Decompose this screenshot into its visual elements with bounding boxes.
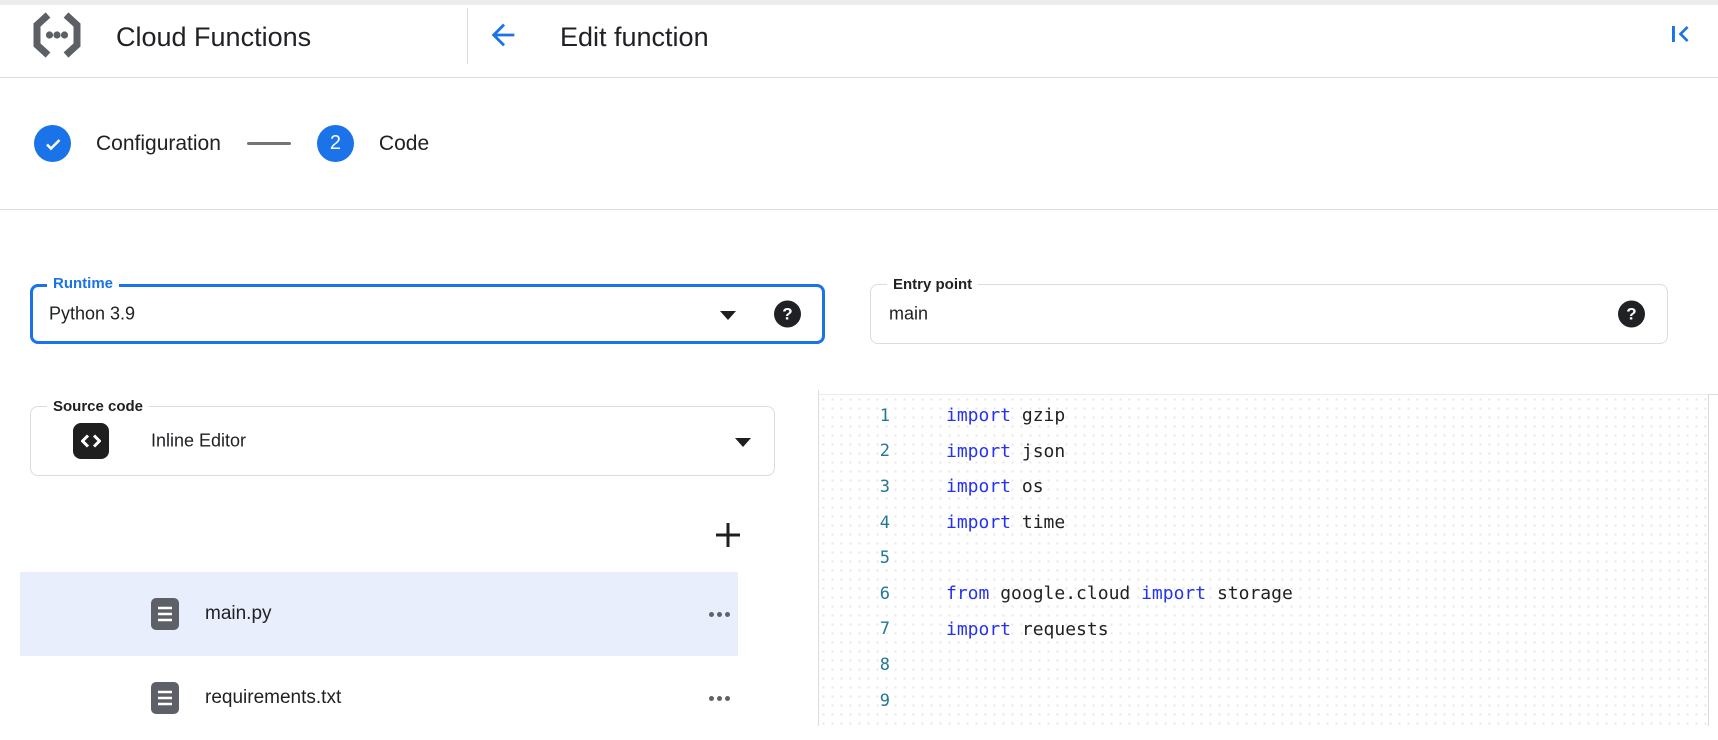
- back-button[interactable]: [486, 18, 520, 52]
- step-code-label: Code: [378, 131, 430, 155]
- page-title: Edit function: [560, 22, 709, 52]
- header-divider: [467, 8, 468, 64]
- more-horiz-icon: [708, 611, 714, 617]
- add-file-button[interactable]: [706, 513, 750, 557]
- step-configuration-label: Configuration: [96, 131, 221, 155]
- collapse-panel-button[interactable]: [1664, 18, 1696, 50]
- line-content: import requests: [946, 618, 1109, 640]
- file-row[interactable]: main.py: [20, 572, 738, 656]
- line-number: 8: [879, 654, 890, 675]
- source-code-label: Source code: [47, 398, 150, 415]
- stepper-section: Configuration 2 Code: [0, 79, 1718, 210]
- code-line[interactable]: 9: [819, 683, 1708, 719]
- dropdown-arrow-icon[interactable]: [720, 311, 736, 320]
- code-line[interactable]: 3 import os: [819, 469, 1708, 505]
- step-connector: [246, 142, 291, 145]
- runtime-select[interactable]: Runtime Python 3.9 ?: [30, 275, 825, 344]
- step-code[interactable]: 2 Code: [316, 125, 430, 162]
- stepper: Configuration 2 Code: [34, 125, 429, 162]
- line-content: from google.cloud import storage: [946, 583, 1293, 605]
- step-configuration[interactable]: Configuration: [34, 125, 221, 162]
- cloud-functions-logo-icon: [30, 11, 84, 59]
- first-page-icon: [1672, 26, 1689, 42]
- code-line[interactable]: 4 import time: [819, 505, 1708, 541]
- more-horiz-icon: [708, 695, 714, 701]
- file-menu-button[interactable]: [704, 683, 734, 713]
- line-number: 7: [879, 619, 890, 640]
- editor-scrollbar[interactable]: [1708, 394, 1718, 726]
- header: Cloud Functions Edit function: [0, 5, 1718, 78]
- source-code-select[interactable]: Source code Inline Editor: [30, 398, 775, 476]
- line-number: 3: [879, 476, 890, 497]
- code-line[interactable]: 8: [819, 647, 1708, 683]
- line-number: 5: [879, 548, 890, 569]
- code-line[interactable]: 6 from google.cloud import storage: [819, 576, 1708, 612]
- window-edge-strip: [0, 0, 1718, 5]
- code-editor[interactable]: 1 import gzip 2 import json 3 import os 4 impor…: [819, 394, 1708, 726]
- dropdown-arrow-icon[interactable]: [735, 438, 751, 447]
- line-content: import os: [946, 476, 1044, 498]
- editor-divider: [818, 390, 819, 726]
- line-number: 6: [879, 583, 890, 604]
- code-line[interactable]: 7 import requests: [819, 612, 1708, 648]
- code-line[interactable]: 1 import gzip: [819, 398, 1708, 434]
- file-menu-button[interactable]: [704, 599, 734, 629]
- runtime-value: Python 3.9: [49, 303, 136, 324]
- line-content: import time: [946, 512, 1066, 534]
- entry-point-help-button[interactable]: ?: [1618, 300, 1645, 328]
- file-icon: [150, 681, 180, 715]
- inline-editor-code-icon: [73, 423, 109, 459]
- app-title: Cloud Functions: [116, 22, 312, 52]
- runtime-label: Runtime: [47, 275, 119, 292]
- entry-point-label: Entry point: [887, 276, 979, 293]
- line-number: 1: [879, 405, 890, 426]
- source-code-value: Inline Editor: [151, 430, 247, 451]
- entry-point-field[interactable]: Entry point main ?: [870, 276, 1668, 344]
- code-line[interactable]: 5: [819, 540, 1708, 576]
- help-icon: ?: [1626, 304, 1637, 323]
- plus-icon: [716, 523, 740, 547]
- runtime-help-button[interactable]: ?: [774, 300, 801, 328]
- entry-point-value: main: [889, 303, 929, 324]
- file-row[interactable]: requirements.txt: [20, 656, 738, 740]
- file-name: requirements.txt: [205, 687, 342, 708]
- step-complete-check-icon: [34, 125, 71, 162]
- line-content: import json: [946, 440, 1066, 462]
- line-number: 4: [879, 512, 890, 533]
- line-number: 9: [879, 690, 890, 711]
- code-line[interactable]: 2 import json: [819, 434, 1708, 470]
- help-icon: ?: [782, 304, 793, 323]
- file-list: main.py requirements.txt: [20, 572, 738, 740]
- code-lines: 1 import gzip 2 import json 3 import os 4 impor…: [819, 395, 1708, 718]
- file-icon: [150, 597, 180, 631]
- line-content: import gzip: [946, 405, 1066, 427]
- line-number: 2: [879, 441, 890, 462]
- step-number-badge: 2: [316, 125, 354, 162]
- file-name: main.py: [205, 603, 272, 624]
- back-arrow-icon: [491, 23, 515, 47]
